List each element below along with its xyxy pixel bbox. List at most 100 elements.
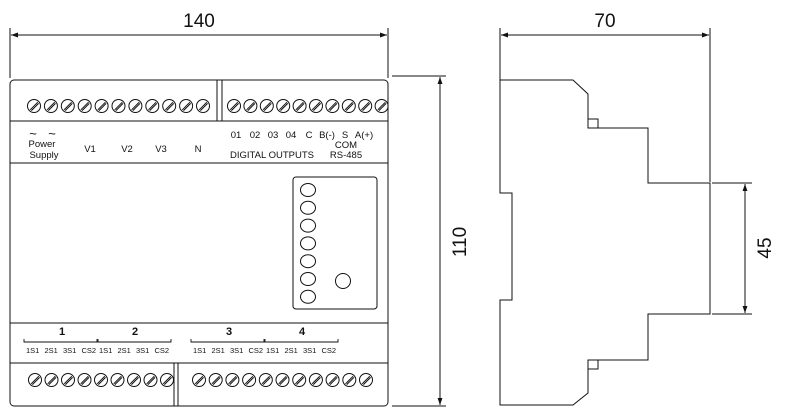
v1-label: V1 [84, 144, 96, 155]
terminal-screw [225, 373, 240, 387]
terminal-screw [61, 373, 75, 387]
group-number-label: 2 [132, 326, 138, 338]
terminal-screw [358, 99, 373, 113]
output-c-label: C [306, 130, 313, 141]
group-number-label: 3 [226, 326, 232, 338]
terminal-label: 2S1 [45, 346, 58, 355]
led-indicator [300, 236, 316, 251]
terminal-screw [143, 373, 158, 387]
terminal-screw [77, 99, 92, 113]
led-column [300, 183, 316, 304]
digital-outputs-label: DIGITAL OUTPUTS [230, 150, 314, 161]
terminal-screw [325, 99, 340, 113]
rs485-a-label: A(+) [355, 130, 373, 141]
side-view [499, 79, 711, 406]
led-indicator [300, 200, 316, 215]
led-indicator [300, 254, 316, 269]
button-circle [335, 273, 351, 289]
terminal-screw [309, 99, 323, 113]
front-view: ~ ~ Power Supply V1 V2 V3 N 01 02 03 04 … [9, 79, 389, 407]
terminal-screw [43, 99, 58, 113]
terminal-screw [94, 99, 109, 113]
v3-label: V3 [155, 144, 167, 155]
terminal-screw [342, 373, 357, 387]
terminal-label: 1S1 [99, 346, 112, 355]
terminal-screw [227, 99, 241, 113]
v2-label: V2 [121, 144, 133, 155]
terminal-screw [325, 373, 340, 387]
dimension-label-45: 45 [755, 237, 776, 258]
terminal-label: 3S1 [63, 346, 76, 355]
front-housing [9, 79, 389, 407]
terminal-screw [243, 99, 258, 113]
dimension-height: 110 [392, 75, 471, 407]
bottom-screw-row-right [192, 373, 373, 387]
tilde-label-2: ~ [48, 126, 56, 141]
terminal-label: 1S1 [193, 346, 206, 355]
led-panel [292, 176, 378, 310]
terminal-screw [145, 99, 160, 113]
dimension-label-70: 70 [594, 11, 615, 32]
terminal-screw [28, 373, 42, 387]
terminal-group-1: 1 1S1 2S1 3S1 CS2 [23, 326, 99, 355]
output-02-label: 02 [250, 130, 261, 141]
com-label: COM [335, 140, 357, 151]
group-bracket [96, 339, 172, 343]
dimension-label-140: 140 [183, 11, 215, 32]
terminal-label: 1S1 [26, 346, 39, 355]
terminal-label: 3S1 [136, 346, 149, 355]
terminal-screw [179, 99, 194, 113]
terminal-screw [308, 373, 323, 387]
power-label: Power [29, 139, 56, 150]
terminal-screw [292, 99, 307, 113]
terminal-screw [341, 99, 356, 113]
group-bracket [23, 339, 99, 343]
terminal-group-2: 2 1S1 2S1 3S1 CS2 [96, 326, 172, 355]
terminal-label: 2S1 [212, 346, 225, 355]
led-indicator [300, 272, 316, 286]
terminal-label: 1S1 [266, 346, 279, 355]
terminal-screw [196, 99, 210, 113]
terminal-screw [27, 99, 41, 113]
terminal-label: CS2 [249, 346, 264, 355]
terminal-label: CS2 [82, 346, 97, 355]
terminal-screw [374, 99, 389, 113]
terminal-screw [242, 373, 257, 387]
terminal-screw [275, 373, 290, 387]
dimension-width-side: 70 [499, 11, 711, 182]
top-screw-row-left [27, 99, 210, 113]
terminal-screw [111, 99, 126, 113]
terminal-screw [127, 373, 141, 387]
terminal-screw [259, 99, 274, 113]
terminal-label: CS2 [322, 346, 337, 355]
led-indicator [300, 183, 316, 197]
group-number-label: 4 [299, 326, 306, 338]
terminal-screw [77, 373, 92, 387]
supply-label: Supply [29, 150, 58, 161]
dimension-label-110: 110 [450, 227, 471, 257]
rs485-s-label: S [342, 130, 348, 141]
terminal-screw [110, 373, 125, 387]
terminal-screw [60, 99, 75, 113]
terminal-screw [192, 373, 206, 387]
side-bottom-clip [587, 359, 599, 370]
terminal-screw [160, 373, 174, 387]
bottom-screw-row-left [28, 373, 174, 387]
led-indicator [300, 289, 316, 304]
n-label: N [195, 144, 202, 155]
led-indicator [300, 218, 316, 233]
terminal-label: 2S1 [118, 346, 131, 355]
terminal-screw [359, 373, 373, 387]
top-screw-row-right [227, 99, 389, 113]
group-bracket [190, 339, 266, 343]
group-number-label: 1 [59, 326, 65, 338]
group-bracket [263, 339, 339, 343]
terminal-screw [276, 99, 291, 113]
terminal-label: CS2 [155, 346, 170, 355]
dimension-rail: 45 [712, 182, 776, 315]
output-04-label: 04 [286, 130, 297, 141]
terminal-screw [162, 99, 177, 113]
top-labels: ~ ~ Power Supply V1 V2 V3 N 01 02 03 04 … [29, 126, 374, 161]
terminal-screw [94, 373, 108, 387]
